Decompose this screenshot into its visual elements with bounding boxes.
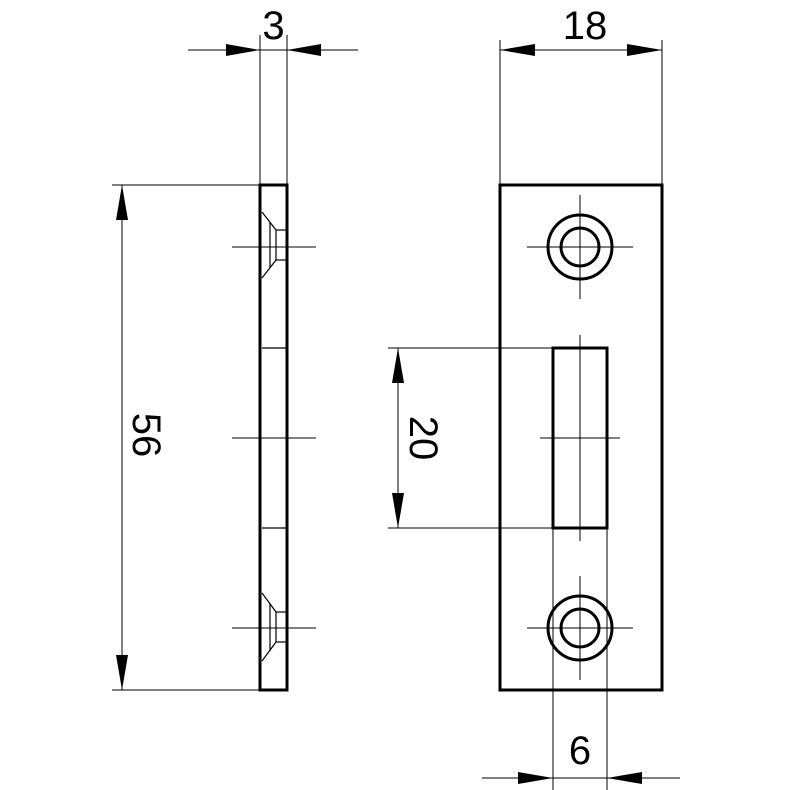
screw-hole-top xyxy=(527,195,633,299)
dimension-arrow xyxy=(607,772,642,784)
strike-slot xyxy=(540,335,620,541)
dimension-arrow xyxy=(500,44,535,56)
dimension-width: 18 xyxy=(499,4,663,185)
dimension-thickness: 3 xyxy=(188,4,358,185)
front-view xyxy=(498,183,664,692)
dimension-thickness-label: 3 xyxy=(262,4,284,48)
dimension-arrow xyxy=(116,185,128,220)
dimension-width-label: 18 xyxy=(563,4,608,48)
dimension-slot-width-label: 6 xyxy=(569,729,591,773)
front-view-outline xyxy=(498,183,664,692)
dimension-length-label: 56 xyxy=(124,413,168,458)
side-view-countersink-bottom xyxy=(261,592,286,662)
dimension-arrow xyxy=(518,772,553,784)
dimension-arrow xyxy=(392,493,404,528)
dimension-slot-width: 6 xyxy=(482,528,680,790)
dimension-slot-length-label: 20 xyxy=(401,416,445,461)
dimension-length: 56 xyxy=(112,184,260,691)
screw-hole-bottom xyxy=(527,576,633,680)
side-view-countersink-top xyxy=(261,211,286,279)
dimension-slot-length: 20 xyxy=(388,347,553,529)
dimension-arrow xyxy=(627,44,662,56)
dimension-arrow xyxy=(392,348,404,383)
dimension-arrow xyxy=(116,655,128,690)
side-view xyxy=(232,183,316,692)
dimension-arrow xyxy=(287,44,321,56)
dimension-arrow xyxy=(226,44,260,56)
